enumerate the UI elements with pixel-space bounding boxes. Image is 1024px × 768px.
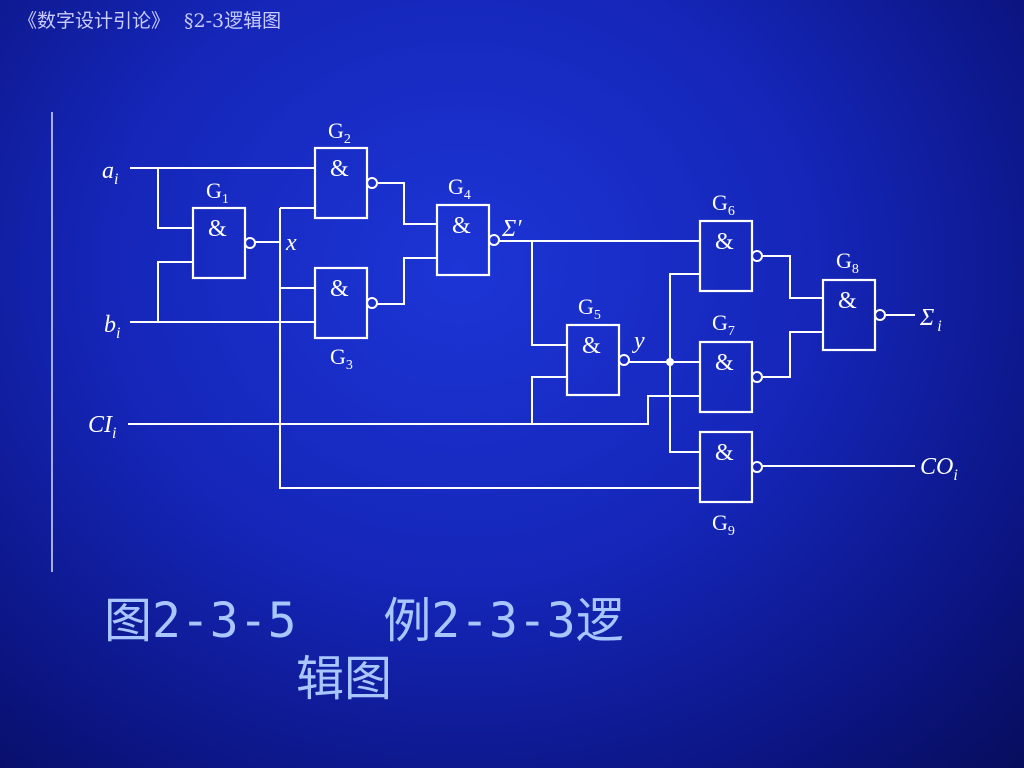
inversion-bubble [366,177,378,189]
section-title: §2-3逻辑图 [184,10,282,32]
gate-g8: & G8 [821,248,886,352]
output-co-label: COi [920,454,958,484]
caption-spacer [297,593,384,649]
wire-g2-out [377,182,437,225]
and-symbol: & [452,213,471,239]
gate-g4: & G4 [435,174,500,277]
gates: & G1 & G2 & G3 & G4 & G5 & G6 & G7 & G8 & G9 [191,118,886,539]
course-title: 《数字设计引论》 [18,10,171,32]
wire-ci-to-g7 [532,395,700,425]
wire-a-to-g1 [157,168,193,229]
gate-g6: & G6 [698,190,763,293]
gate-label: G6 [712,190,735,219]
gate-g1: & G1 [191,178,256,280]
figure-number: 图2-3-5 [104,593,297,649]
inversion-bubble [874,309,886,321]
and-symbol: & [582,333,601,359]
and-symbol: & [838,288,857,314]
and-symbol: & [715,440,734,466]
gate-label: G7 [712,310,735,339]
inversion-bubble [751,461,763,473]
and-symbol: & [715,350,734,376]
gate-g9: & G9 [698,430,763,539]
wire-g7-out [762,331,823,378]
inversion-bubble [366,297,378,309]
wire-g3-out [377,257,437,305]
inversion-bubble [244,237,256,249]
inversion-bubble [751,250,763,262]
gate-g3: & G3 [313,266,378,373]
wires [128,167,915,489]
slide-header: 《数字设计引论》 §2-3逻辑图 [18,6,295,33]
wire-y-up [669,273,700,362]
gate-label: G9 [712,510,735,539]
and-symbol: & [330,276,349,302]
node-sigma-prime-label: Σ′ [501,216,522,242]
wire-ci-to-g5 [531,376,567,424]
and-symbol: & [330,156,349,182]
junction-dot [666,358,674,366]
input-ci-label: CIi [88,412,116,442]
input-b-label: bi [104,312,120,342]
wire-b-to-g1 [157,261,193,322]
and-symbol: & [208,216,227,242]
logic-diagram: &G1&G2&G3&G4&G5&G6&G7&G8&G9 ai bi CIi x … [51,112,958,572]
example-title: 例2-3-3逻 [383,593,624,649]
gate-label: G4 [448,174,471,203]
wire-sigma-to-g5 [531,241,567,346]
gate-g7: & G7 [698,310,763,414]
node-x-label: x [285,230,297,256]
gate-label: G2 [328,118,351,147]
caption-line2: 辑图 [296,651,393,707]
node-y-label: y [632,328,645,354]
gate-g5: & G5 [565,294,630,397]
wire-y-down [669,362,700,453]
inversion-bubble [618,354,630,366]
inversion-bubble [751,371,763,383]
gate-label: G3 [330,344,353,373]
gate-label: G1 [206,178,229,207]
gate-label: G5 [578,294,601,323]
input-a-label: ai [102,158,118,188]
figure-caption: 图2-3-5 例2-3-3逻 辑图 [104,592,624,708]
gate-g2: & G2 [313,118,378,220]
and-symbol: & [715,229,734,255]
inversion-bubble [488,234,500,246]
gate-label: G8 [836,248,859,277]
wire-x-bus [279,208,700,489]
wire-g6-out [762,255,823,299]
